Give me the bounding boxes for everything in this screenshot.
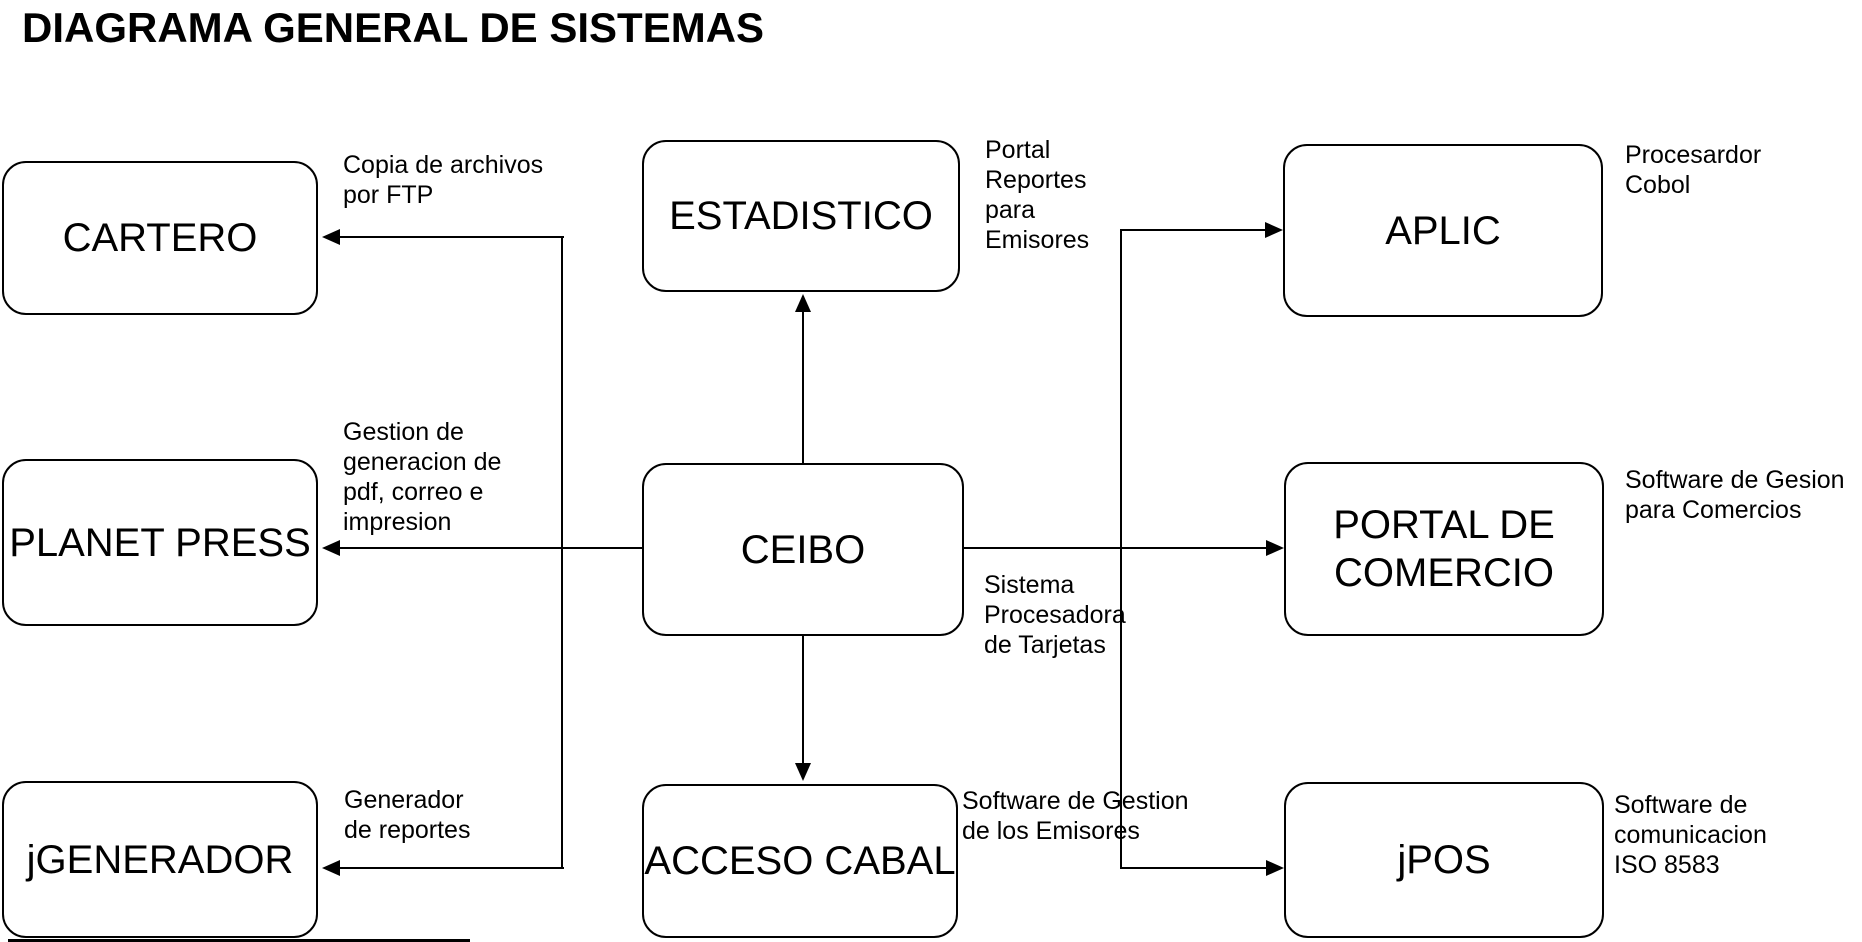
connector-ceibo-to-acceso-cabal bbox=[802, 635, 804, 765]
arrowhead-into-aplic-icon bbox=[1265, 222, 1283, 238]
node-jpos-label: jPOS bbox=[1397, 838, 1491, 882]
connector-to-aplic bbox=[1120, 229, 1267, 231]
annotation-software-gestion-emisores: Software de Gestion de los Emisores bbox=[962, 787, 1189, 845]
arrowhead-into-jgenerador-icon bbox=[322, 860, 340, 876]
node-cartero-label: CARTERO bbox=[62, 216, 258, 260]
arrowhead-into-cartero-icon bbox=[322, 229, 340, 245]
node-acceso-cabal: ACCESO CABAL bbox=[642, 784, 958, 938]
node-cartero: CARTERO bbox=[2, 161, 318, 315]
annotation-copia-ftp: Copia de archivos por FTP bbox=[343, 151, 544, 209]
diagram-title: DIAGRAMA GENERAL DE SISTEMAS bbox=[22, 4, 765, 51]
node-portal-de-comercio: PORTAL DE COMERCIO bbox=[1284, 462, 1604, 636]
cropped-shape-edge bbox=[8, 939, 470, 942]
annotation-gestion-pdf: Gestion de generacion de pdf, correo e i… bbox=[343, 418, 502, 536]
annotation-generador-reportes: Generador de reportes bbox=[344, 786, 471, 844]
connector-ceibo-to-planet-press bbox=[338, 547, 644, 549]
node-ceibo: CEIBO bbox=[642, 463, 964, 636]
connector-left-branch-vertical bbox=[561, 236, 563, 869]
connector-to-jgenerador bbox=[338, 867, 564, 869]
node-ceibo-label: CEIBO bbox=[740, 527, 866, 572]
node-aplic: APLIC bbox=[1283, 144, 1603, 317]
connector-to-cartero bbox=[338, 236, 564, 238]
annotation-software-comunicacion-iso: Software de comunicacion ISO 8583 bbox=[1614, 791, 1767, 879]
node-estadistico-label: ESTADISTICO bbox=[669, 194, 933, 238]
connector-ceibo-to-portal-de-comercio bbox=[963, 547, 1268, 549]
arrowhead-into-planet-press-icon bbox=[322, 540, 340, 556]
node-jgenerador: jGENERADOR bbox=[2, 781, 318, 938]
node-aplic-label: APLIC bbox=[1385, 208, 1501, 253]
arrowhead-into-estadistico-icon bbox=[795, 294, 811, 312]
connector-to-jpos bbox=[1120, 867, 1268, 869]
node-planet-press-label: PLANET PRESS bbox=[9, 520, 311, 565]
annotation-sistema-procesadora: Sistema Procesadora de Tarjetas bbox=[984, 571, 1126, 659]
node-jgenerador-label: jGENERADOR bbox=[26, 837, 294, 882]
arrowhead-into-acceso-cabal-icon bbox=[795, 763, 811, 781]
node-portal-de-comercio-label: PORTAL DE COMERCIO bbox=[1333, 503, 1555, 595]
connector-right-branch-vertical bbox=[1120, 229, 1122, 869]
node-jpos: jPOS bbox=[1284, 782, 1604, 938]
annotation-portal-reportes: Portal Reportes para Emisores bbox=[985, 136, 1090, 254]
node-estadistico: ESTADISTICO bbox=[642, 140, 960, 292]
annotation-procesardor-cobol: Procesardor Cobol bbox=[1625, 141, 1762, 199]
node-acceso-cabal-label: ACCESO CABAL bbox=[644, 839, 956, 883]
node-planet-press: PLANET PRESS bbox=[2, 459, 318, 626]
arrowhead-into-jpos-icon bbox=[1266, 860, 1284, 876]
connector-ceibo-to-estadistico bbox=[802, 296, 804, 464]
arrowhead-into-portal-de-comercio-icon bbox=[1266, 540, 1284, 556]
annotation-software-gesion-comercios: Software de Gesion para Comercios bbox=[1625, 466, 1845, 524]
